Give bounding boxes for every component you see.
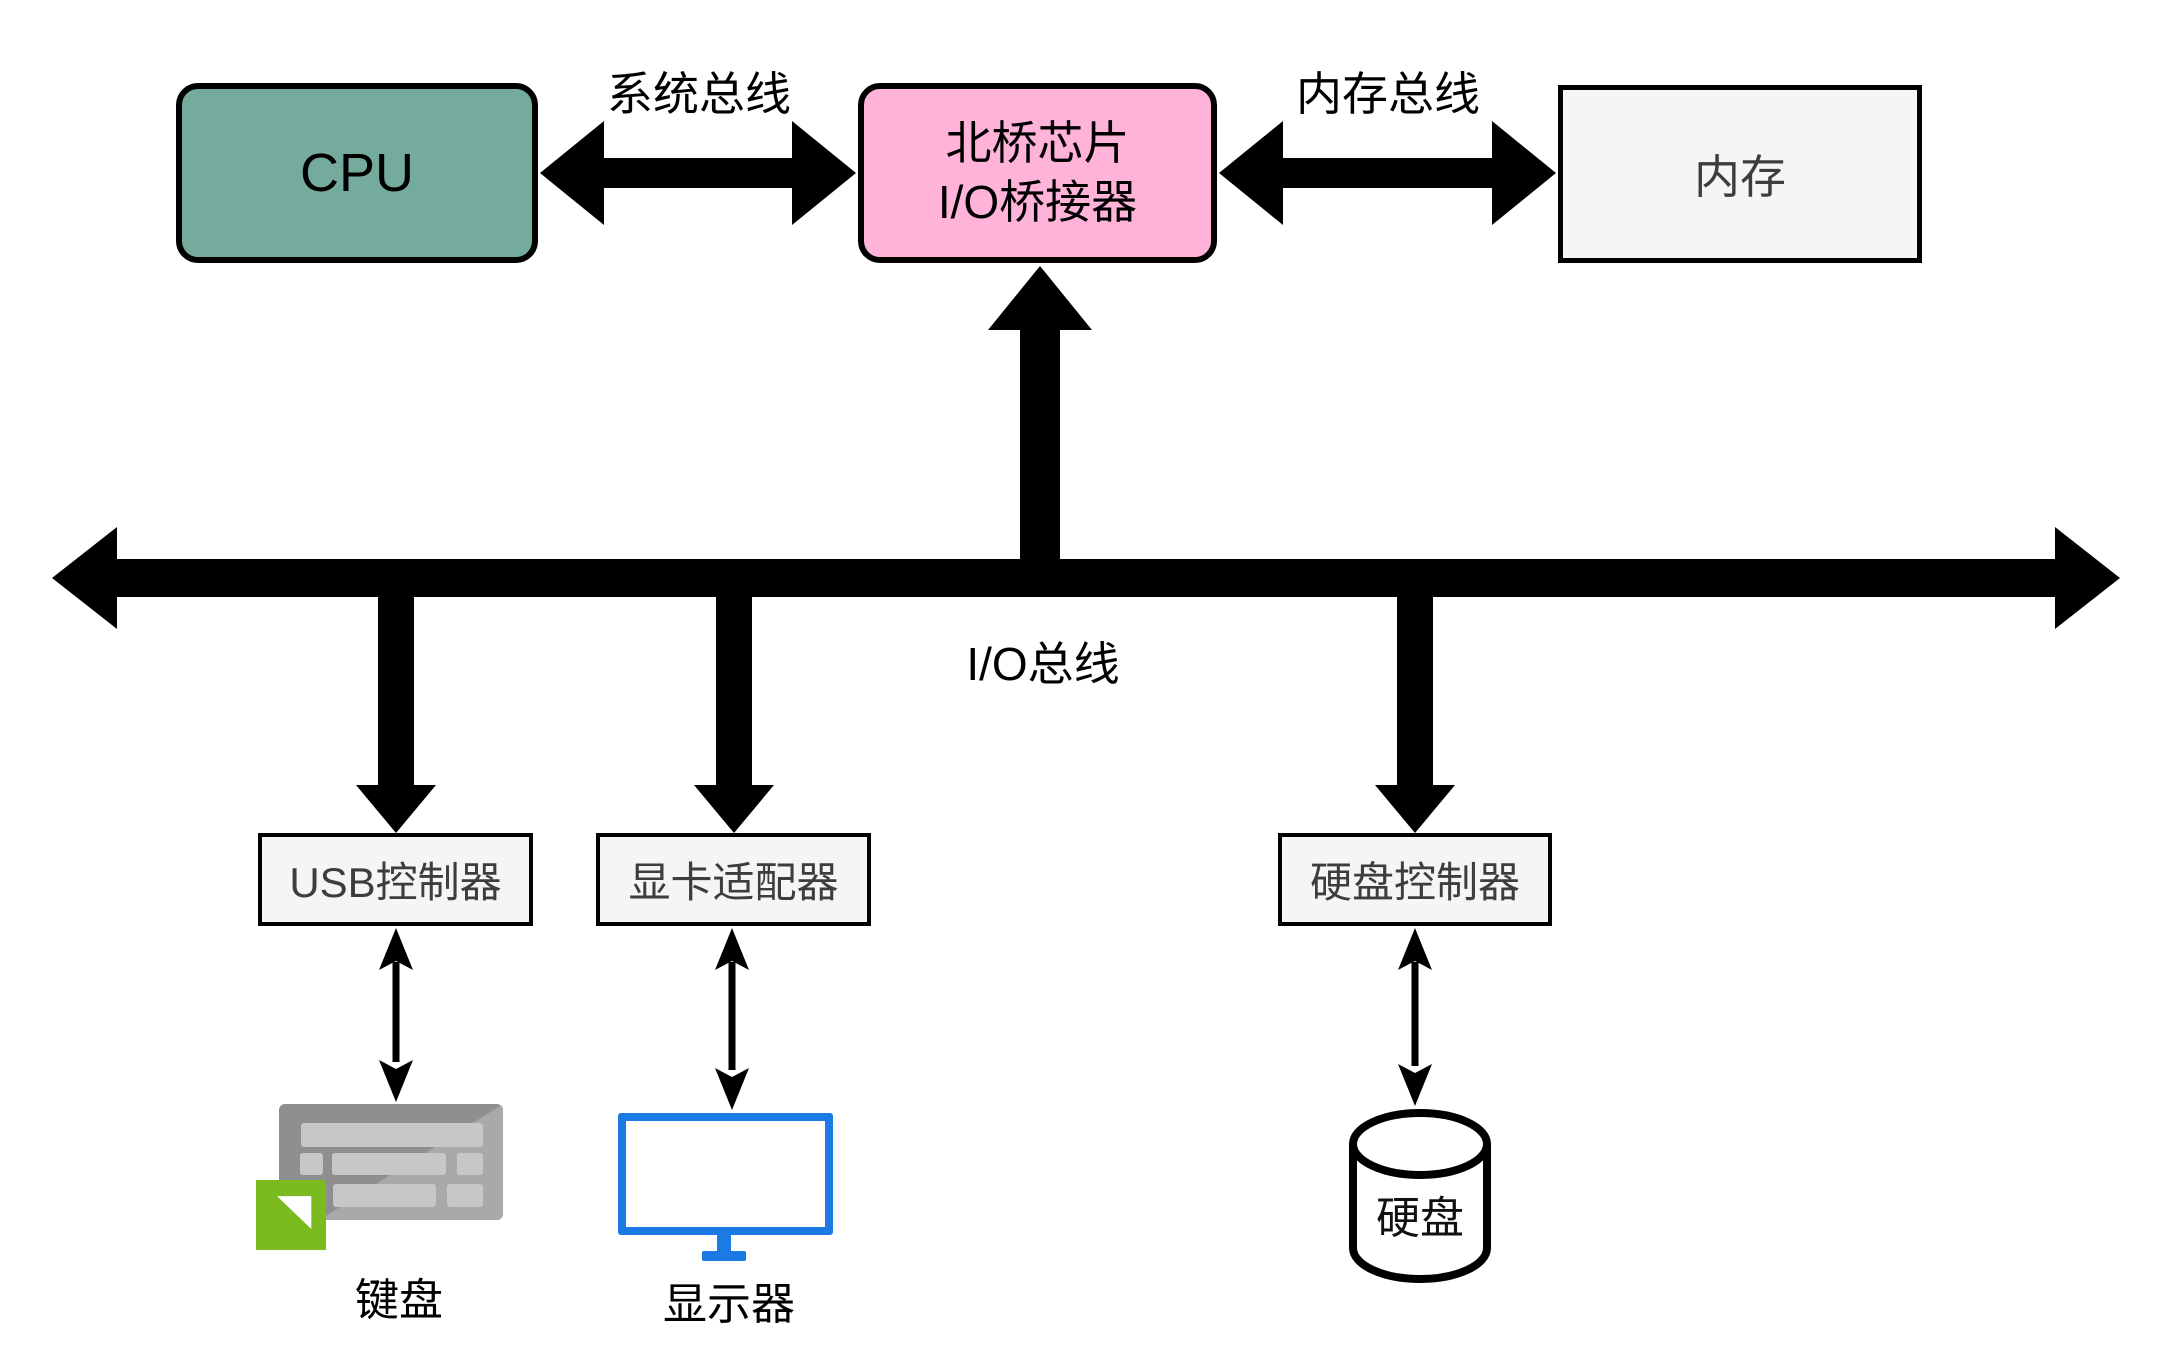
io-bus-right-arrowhead	[2055, 527, 2120, 629]
disk-controller-box: 硬盘控制器	[1278, 833, 1552, 926]
monitor-screen	[618, 1113, 833, 1235]
keyboard-icon	[279, 1104, 503, 1220]
keyboard-key	[332, 1153, 446, 1175]
io-bus-label: I/O总线	[966, 638, 1120, 690]
io-bridge-up-arrow	[988, 266, 1092, 560]
keyboard-body	[279, 1104, 503, 1220]
usb-controller-label: USB控制器	[289, 859, 502, 906]
keyboard-key	[301, 1123, 483, 1147]
disk-link-head-bottom	[1398, 1064, 1432, 1106]
keyboard-key	[300, 1153, 323, 1175]
memory-bus-label: 内存总线	[1296, 68, 1480, 120]
keyboard-badge-triangle-icon	[277, 1196, 312, 1229]
monitor-stand-base	[702, 1251, 746, 1261]
system-bus-arrow	[540, 121, 856, 225]
cpu-label: CPU	[299, 143, 414, 203]
system-bus-label: 系统总线	[607, 68, 791, 120]
keyboard-label: 键盘	[355, 1276, 443, 1325]
keyboard-key	[333, 1184, 436, 1207]
drop-arrow-disk	[1375, 597, 1455, 833]
usb-controller-box: USB控制器	[258, 833, 533, 926]
graphics-monitor-link-head-bottom	[715, 1068, 749, 1110]
northbridge-label-line2: I/O桥接器	[937, 176, 1138, 228]
io-bus-line	[115, 559, 2057, 597]
memory-box: 内存	[1558, 85, 1922, 263]
usb-keyboard-link-head-bottom	[379, 1060, 413, 1102]
usb-keyboard-link-head-top	[379, 928, 413, 970]
keyboard-key	[447, 1184, 483, 1207]
disk-controller-label: 硬盘控制器	[1309, 859, 1520, 906]
cpu-box: CPU	[176, 83, 538, 263]
disk-cylinder-icon	[1349, 1144, 1491, 1283]
memory-label: 内存	[1694, 151, 1786, 203]
monitor-label: 显示器	[663, 1280, 795, 1329]
memory-bus-arrow	[1219, 121, 1556, 225]
drop-arrow-usb	[356, 597, 436, 833]
monitor-icon	[614, 1113, 837, 1261]
io-bus-left-arrowhead	[52, 527, 117, 629]
drop-arrow-graphics	[694, 597, 774, 833]
keyboard-badge-icon	[256, 1180, 326, 1250]
graphics-monitor-link-head-top	[715, 928, 749, 970]
graphics-adapter-label: 显卡适配器	[628, 859, 839, 906]
graphics-adapter-box: 显卡适配器	[596, 833, 871, 926]
northbridge-box: 北桥芯片 I/O桥接器	[858, 83, 1217, 263]
monitor-stand-stem	[717, 1235, 731, 1255]
disk-cylinder-top	[1349, 1109, 1491, 1179]
disk-link-head-top	[1398, 928, 1432, 970]
disk-label: 硬盘	[1376, 1194, 1464, 1243]
northbridge-label-line1: 北桥芯片	[945, 117, 1130, 170]
keyboard-key	[457, 1153, 483, 1175]
